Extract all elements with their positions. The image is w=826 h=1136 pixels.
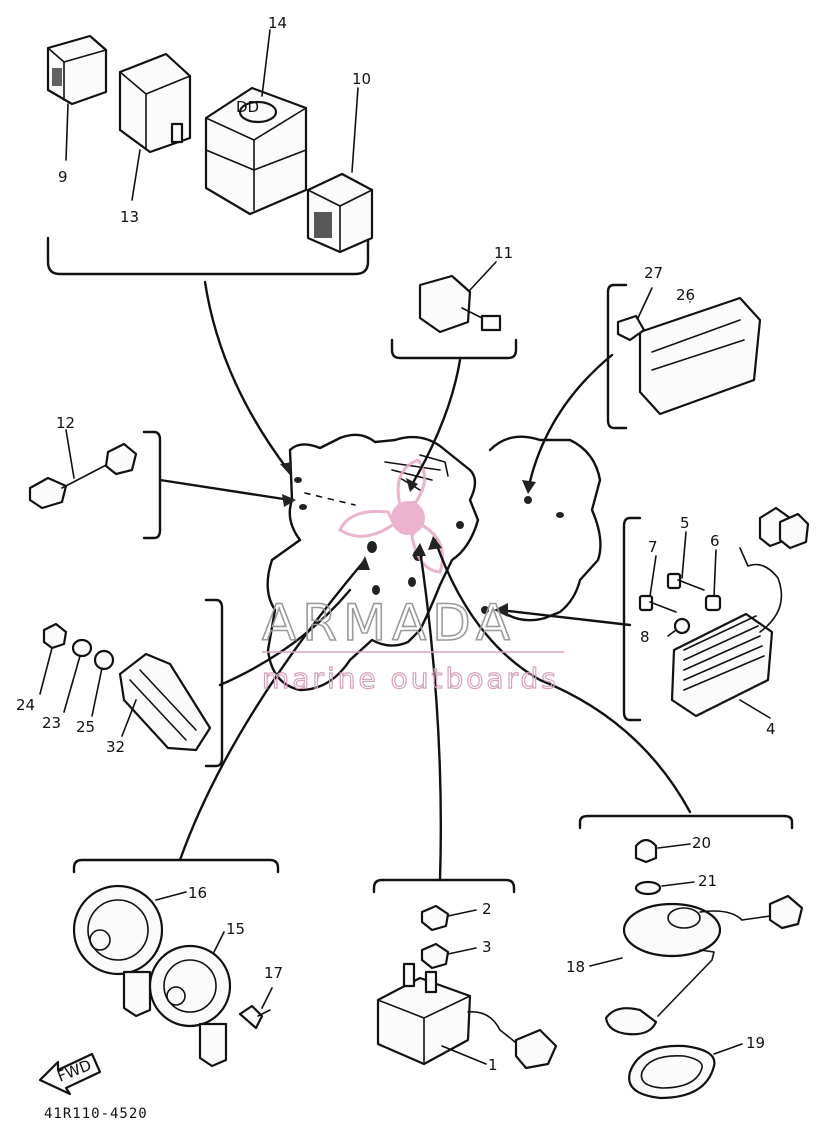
bolt-20 bbox=[634, 838, 691, 864]
label-23: 23 bbox=[42, 714, 61, 732]
reflector-26 bbox=[616, 287, 762, 416]
relay-9 bbox=[46, 34, 108, 106]
nut-2 bbox=[420, 904, 477, 932]
chassis-outline bbox=[266, 433, 602, 692]
horn-16 bbox=[72, 884, 187, 1018]
diagram-code: 41R110-4520 bbox=[44, 1106, 148, 1122]
leader-lines bbox=[158, 280, 692, 882]
label-20: 20 bbox=[692, 834, 711, 852]
label-16: 16 bbox=[188, 884, 207, 902]
relay-10 bbox=[306, 172, 374, 254]
relay-13 bbox=[118, 52, 192, 154]
label-5: 5 bbox=[680, 514, 690, 532]
label-8: 8 bbox=[640, 628, 650, 646]
washer-21 bbox=[634, 880, 695, 896]
label-9: 9 bbox=[58, 168, 68, 186]
nut-24 bbox=[39, 622, 68, 695]
label-21: 21 bbox=[698, 872, 717, 890]
regulator-4 bbox=[670, 506, 810, 719]
label-24: 24 bbox=[16, 696, 35, 714]
label-26: 26 bbox=[676, 286, 695, 304]
nut-3 bbox=[420, 942, 477, 970]
watermark-tagline: marine outboards bbox=[262, 662, 559, 695]
washer-8 bbox=[667, 617, 691, 637]
label-10: 10 bbox=[352, 70, 371, 88]
svg-text:DD: DD bbox=[236, 98, 259, 116]
starter-relay-1 bbox=[376, 962, 558, 1070]
watermark: ARMADA marine outboards bbox=[261, 593, 564, 696]
label-1: 1 bbox=[488, 1056, 498, 1074]
label-2: 2 bbox=[482, 900, 492, 918]
watermark-brand: ARMADA bbox=[262, 594, 516, 652]
reflector-32 bbox=[118, 652, 212, 752]
washer-23 bbox=[63, 638, 93, 713]
group-brackets bbox=[46, 236, 794, 894]
switch-11 bbox=[418, 261, 502, 334]
relay-14: DD bbox=[204, 86, 308, 216]
label-32: 32 bbox=[106, 738, 125, 756]
label-19: 19 bbox=[746, 1034, 765, 1052]
sensor-12 bbox=[28, 429, 138, 510]
part-labels: 9 13 14 10 11 27 26 12 5 6 7 8 4 24 23 2… bbox=[16, 14, 776, 1074]
gasket-19 bbox=[628, 1043, 743, 1100]
bolt-7 bbox=[638, 555, 677, 613]
label-12: 12 bbox=[56, 414, 75, 432]
label-4: 4 bbox=[766, 720, 776, 738]
fwd-arrow-icon: FWD bbox=[38, 1052, 102, 1096]
label-13: 13 bbox=[120, 208, 139, 226]
label-15: 15 bbox=[226, 920, 245, 938]
label-18: 18 bbox=[566, 958, 585, 976]
watermark-logo bbox=[338, 458, 444, 574]
bolt-17 bbox=[238, 987, 273, 1030]
label-14: 14 bbox=[268, 14, 287, 32]
label-27: 27 bbox=[644, 264, 663, 282]
label-17: 17 bbox=[264, 964, 283, 982]
label-11: 11 bbox=[494, 244, 513, 262]
bolt-5 bbox=[666, 531, 705, 591]
label-3: 3 bbox=[482, 938, 492, 956]
label-7: 7 bbox=[648, 538, 658, 556]
label-25: 25 bbox=[76, 718, 95, 736]
label-6: 6 bbox=[710, 532, 720, 550]
collar-6 bbox=[704, 549, 722, 612]
fuel-sender-18 bbox=[589, 894, 804, 1036]
horn-15 bbox=[148, 931, 232, 1068]
washer-25 bbox=[91, 649, 115, 717]
